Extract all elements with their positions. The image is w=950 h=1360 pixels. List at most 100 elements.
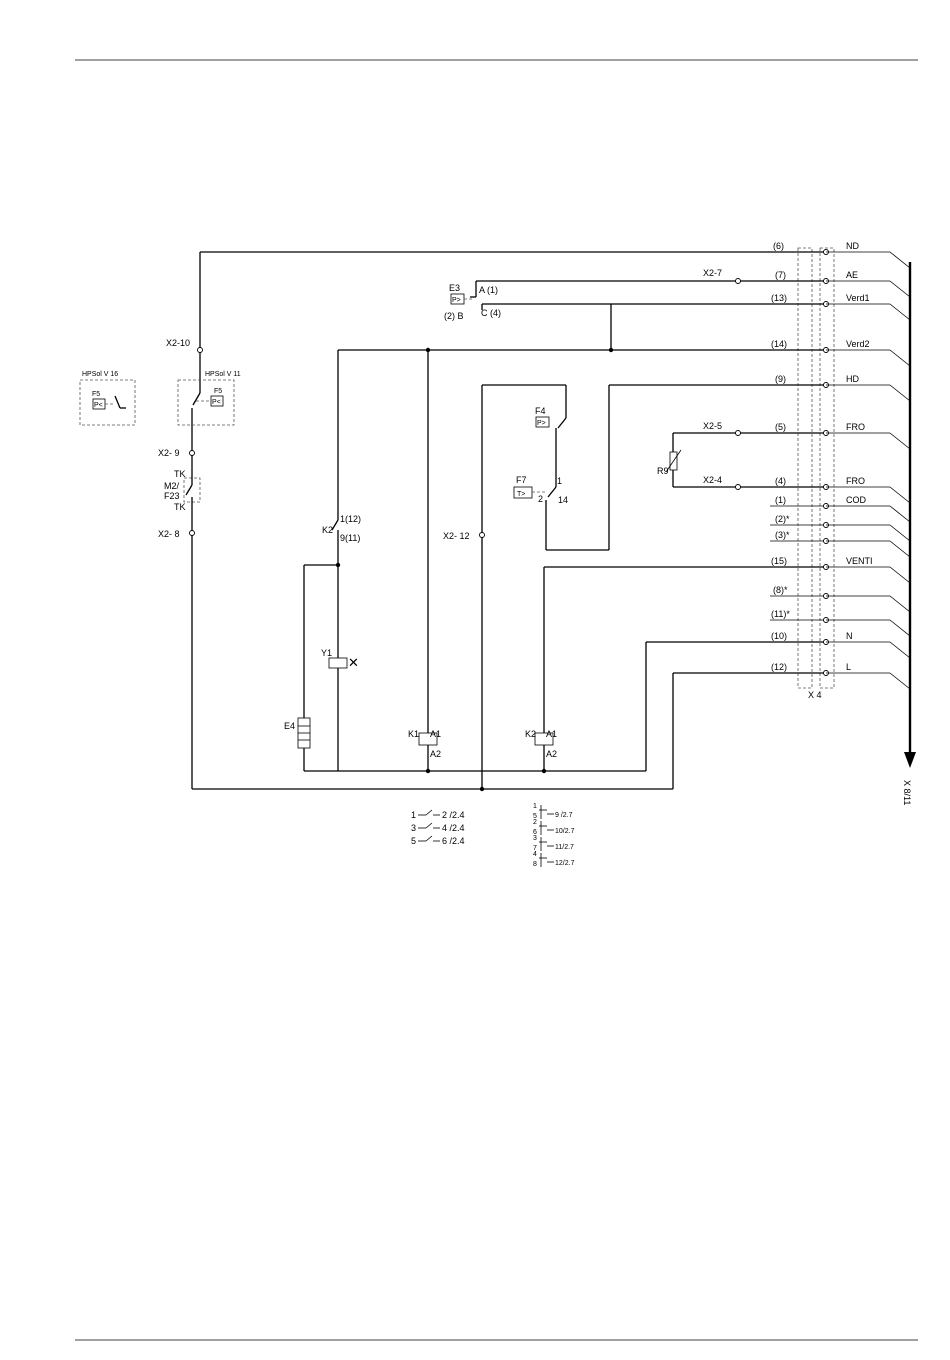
contact-aux-label: 6 (533, 829, 537, 836)
k2-contacts-legend: 1 5 9 /2.7 2 6 10/2.7 3 7 11/2.7 4 8 (533, 803, 575, 868)
contact-ref-label: 6 /2.4 (442, 836, 465, 846)
k1-coil-branch: K1 A1 A2 (408, 350, 441, 774)
arrow-down-icon (904, 752, 916, 768)
terminal-signal: N (846, 631, 853, 641)
terminal-signal: HD (846, 374, 859, 384)
terminal-number: (13) (771, 293, 787, 303)
contact-in-label: 5 (411, 836, 416, 846)
f7-label: F7 (516, 475, 527, 485)
contact-aux-label: 7 (533, 845, 537, 852)
terminal-signal: L (846, 662, 851, 672)
x2-8-terminal (189, 530, 195, 536)
temperature-sensor-icon (513, 486, 533, 499)
terminal-signal: Verd1 (846, 293, 870, 303)
m2-label: M2/ (164, 481, 180, 491)
terminal-row-10: (3)* (770, 530, 911, 558)
svg-text:P>: P> (537, 420, 546, 427)
k2-y1-branch: K2 1(12) 9(11) Y1 ✕ E4 (284, 347, 647, 772)
terminal-signal: FRO (846, 476, 865, 486)
svg-text:P<: P< (94, 402, 103, 409)
terminal-row-7: (4) FRO (740, 476, 911, 504)
terminal-signal: ND (846, 241, 859, 251)
k1-contact-row: 1 2 /2.4 (411, 809, 465, 820)
k2-pin1-label: 1(12) (340, 514, 361, 524)
valve-cross-icon: ✕ (348, 655, 359, 670)
terminal-signal: Verd2 (846, 339, 870, 349)
terminal-block-label: X 4 (808, 690, 822, 700)
e3-pin-c: C (4) (481, 308, 501, 318)
k1-contact-row: 3 4 /2.4 (411, 822, 465, 833)
terminal-number: (9) (775, 374, 786, 384)
x2-4-terminal (735, 484, 741, 490)
contact-ref-label: 12/2.7 (555, 860, 575, 867)
contact-aux-label: 8 (533, 861, 537, 868)
terminal-number: (4) (775, 476, 786, 486)
k2-coil-label: K2 (525, 729, 536, 739)
e3-label: E3 (449, 283, 460, 293)
terminal-signal: AE (846, 270, 858, 280)
contact-ref-label: 4 /2.4 (442, 823, 465, 833)
contact-in-label: 1 (533, 803, 537, 810)
terminal-block-x4: X 4 (797, 247, 835, 700)
contact-in-label: 1 (411, 810, 416, 820)
f7-pin14: 14 (558, 495, 568, 505)
hpsol-v11-label: HPSol V 11 (205, 371, 241, 378)
x2-4-label: X2-4 (703, 475, 722, 485)
terminal-signal: VENTI (846, 556, 873, 566)
cable-bundle: X 8/11 (902, 262, 916, 805)
k2-pin9-label: 9(11) (340, 533, 360, 543)
terminal-strip-right (819, 247, 835, 689)
terminal-number: (7) (775, 270, 786, 280)
terminal-number: (12) (771, 662, 787, 672)
f23-label: F23 (164, 491, 180, 501)
terminal-signal: FRO (846, 422, 865, 432)
terminal-signal: COD (846, 495, 867, 505)
x2-7-label: X2-7 (703, 268, 722, 278)
hpsol-v11-box: HPSol V 11 F5 P< (177, 371, 241, 426)
tk-top-label: TK (174, 469, 186, 479)
f5-left-label: F5 (92, 391, 100, 398)
terminal-row-1: (6) ND (200, 241, 911, 269)
terminal-row-2: (7) AE (740, 270, 911, 298)
y1-valve-coil (328, 657, 348, 669)
x2-10-terminal (197, 347, 203, 353)
k2-a2-label: A2 (546, 749, 557, 759)
f7-pin2: 2 (538, 494, 543, 504)
k1-label: K1 (408, 729, 419, 739)
contact-ref-label: 9 /2.7 (555, 812, 573, 819)
terminal-number: (5) (775, 422, 786, 432)
r9-sensor: X2-5 X2-4 R9 (657, 421, 741, 490)
terminal-row-8: (1) COD (770, 495, 911, 523)
cable-label: X 8/11 (902, 780, 912, 805)
terminal-row-14: (10) N (646, 631, 911, 659)
f5-right-label: F5 (214, 388, 222, 395)
x2-12-label: X2- 12 (443, 531, 470, 541)
terminal-row-5: (9) HD (609, 374, 911, 402)
f4-label: F4 (535, 406, 546, 416)
x2-5-terminal (735, 430, 741, 436)
terminal-number: (8)* (773, 585, 788, 595)
terminal-row-4: (14) Verd2 (338, 339, 911, 367)
terminal-row-6: (5) FRO (740, 422, 911, 450)
f4-f7-branch: X2- 12 F4 P> F7 T> 1 2 14 (443, 384, 610, 792)
terminal-number: (15) (771, 556, 787, 566)
terminal-strip-left (797, 247, 813, 689)
contact-ref-label: 10/2.7 (555, 828, 575, 835)
terminal-number: (3)* (775, 530, 790, 540)
terminal-number: (11)* (771, 609, 790, 619)
k2-coil-branch: K2 A1 A2 (525, 567, 557, 774)
contact-in-label: 3 (533, 835, 537, 842)
y1-label: Y1 (321, 648, 332, 658)
k1-a1-label: A1 (430, 729, 441, 739)
terminal-number: (6) (773, 241, 784, 251)
terminal-row-9: (2)* (770, 514, 911, 542)
f7-pin1: 1 (557, 476, 562, 486)
terminal-row-15: (12) L (673, 662, 911, 690)
k1-a2-label: A2 (430, 749, 441, 759)
contact-in-label: 4 (533, 851, 537, 858)
e4-label: E4 (284, 721, 295, 731)
k1-contacts-legend: 1 2 /2.4 3 4 /2.4 5 6 /2.4 (411, 809, 465, 846)
contact-aux-label: 5 (533, 813, 537, 820)
tk-bottom-label: TK (174, 502, 186, 512)
x2-8-label: X2- 8 (158, 529, 180, 539)
